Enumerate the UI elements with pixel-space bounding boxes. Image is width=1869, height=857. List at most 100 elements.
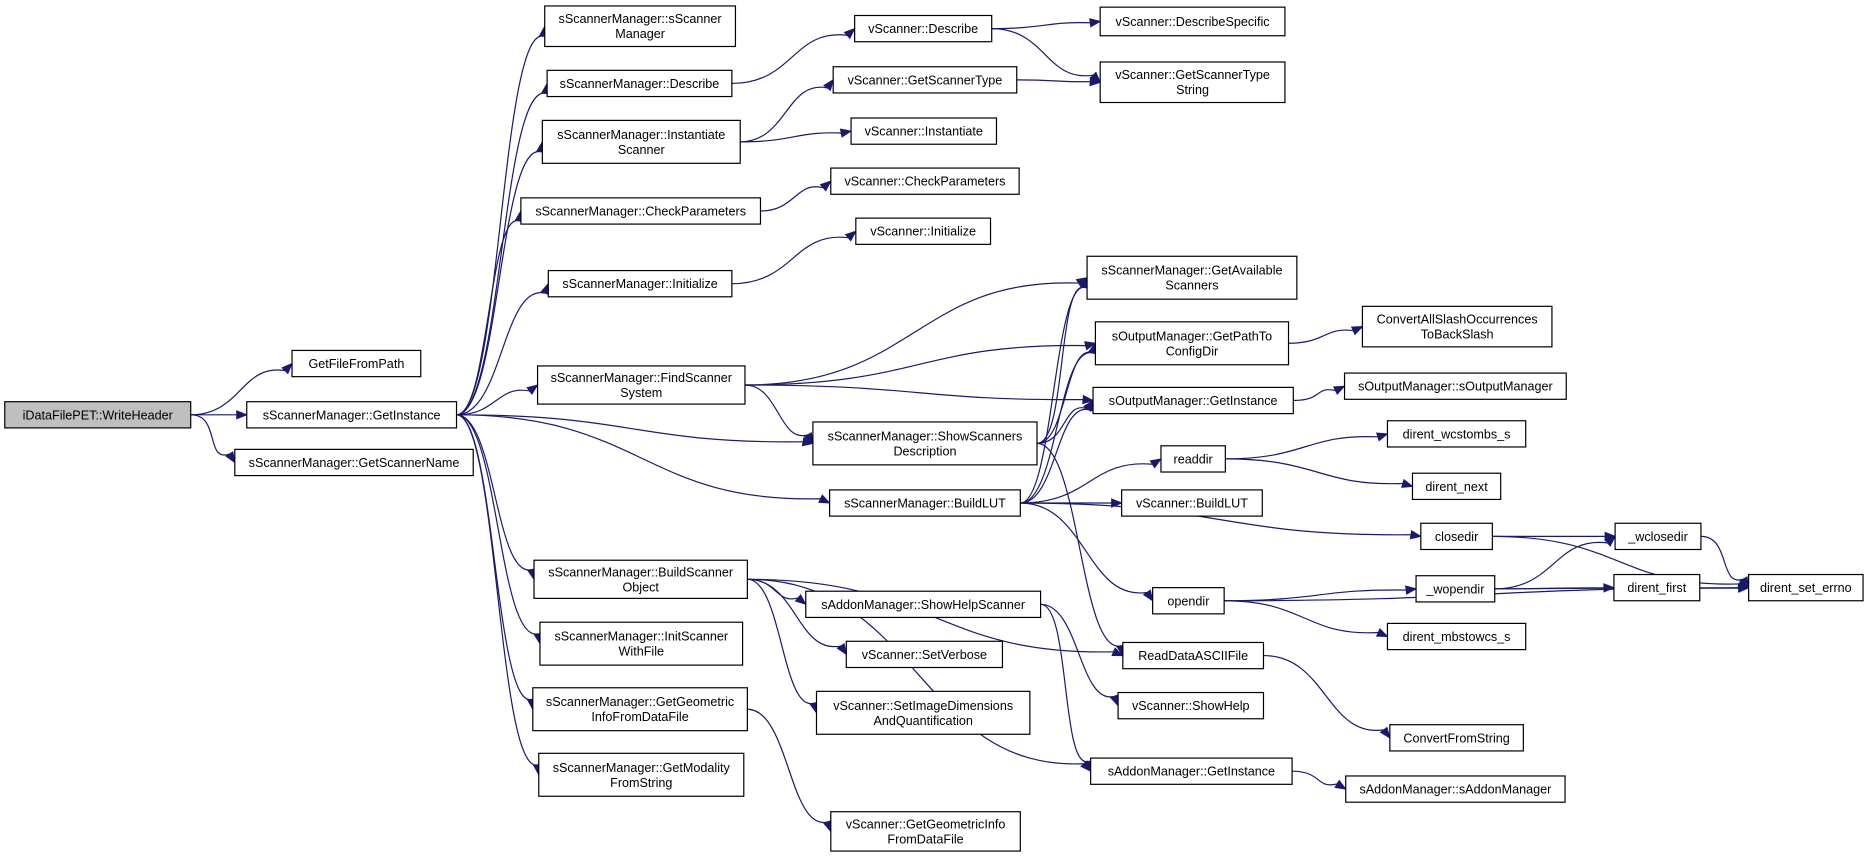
node-box xyxy=(533,559,748,599)
node-am_showhelpscanner[interactable]: sAddonManager::ShowHelpScanner xyxy=(805,590,1042,619)
arrowhead-wclosedir-to-dirent_set_errno xyxy=(1739,576,1750,589)
node-box xyxy=(805,590,1042,619)
node-box xyxy=(1613,573,1701,602)
node-sm_buildlut[interactable]: sScannerManager::BuildLUT xyxy=(829,489,1021,517)
node-label: sScannerManager::InitScanner xyxy=(554,630,728,644)
node-vs_describe[interactable]: vScanner::Describe xyxy=(854,14,993,43)
edge-sm_getinstance-to-sm_sscannermanager xyxy=(456,35,544,416)
node-convertfromstring[interactable]: ConvertFromString xyxy=(1389,724,1524,752)
node-om_getinstance[interactable]: sOutputManager::GetInstance xyxy=(1092,386,1294,415)
node-dirent_set_errno[interactable]: dirent_set_errno xyxy=(1748,573,1864,602)
edge-wclosedir-to-dirent_set_errno xyxy=(1700,535,1744,581)
node-closedir[interactable]: closedir xyxy=(1420,522,1493,551)
node-box xyxy=(1361,305,1553,348)
node-label: sScannerManager::GetModality xyxy=(553,761,731,775)
node-dirent_first[interactable]: dirent_first xyxy=(1613,573,1701,602)
node-box xyxy=(541,119,741,164)
node-readdataasciifile[interactable]: ReadDataASCIIFile xyxy=(1122,641,1265,670)
node-label: ConvertAllSlashOccurrences xyxy=(1377,313,1538,327)
node-dirent_mbstowcs_s[interactable]: dirent_mbstowcs_s xyxy=(1386,622,1527,651)
node-label: sScannerManager::GetScannerName xyxy=(249,456,460,470)
node-sm_getgeometricinfo[interactable]: sScannerManager::GetGeometricInfoFromDat… xyxy=(532,687,748,732)
node-wclosedir[interactable]: _wclosedir xyxy=(1614,522,1702,551)
node-label: vScanner::Initialize xyxy=(870,225,976,239)
node-label: vScanner::Describe xyxy=(868,22,978,36)
edge-sm_initialize-to-vs_initialize xyxy=(731,236,849,285)
node-sm_initialize[interactable]: sScannerManager::Initialize xyxy=(547,269,733,298)
node-dirent_next[interactable]: dirent_next xyxy=(1411,472,1502,501)
node-label: Description xyxy=(893,444,956,458)
node-opendir[interactable]: opendir xyxy=(1152,587,1225,615)
node-box xyxy=(1090,757,1293,785)
node-box xyxy=(1122,641,1265,670)
edge-sm_getinstance-to-sm_buildscannerobject xyxy=(456,414,532,571)
node-label: iDataFilePET::WriteHeader xyxy=(23,408,173,422)
node-am_getinstance[interactable]: sAddonManager::GetInstance xyxy=(1090,757,1293,785)
edge-sm_buildlut-to-opendir xyxy=(1020,502,1148,594)
node-label: ConvertFromString xyxy=(1403,731,1509,745)
node-box xyxy=(1386,420,1527,448)
node-vs_showhelp[interactable]: vScanner::ShowHelp xyxy=(1117,691,1265,720)
node-sm_describe[interactable]: sScannerManager::Describe xyxy=(546,69,733,98)
node-box xyxy=(520,197,762,225)
node-box xyxy=(246,401,458,429)
node-label: vScanner::DescribeSpecific xyxy=(1116,15,1270,29)
edge-sm_checkparameters-to-vs_checkparameters xyxy=(760,186,824,212)
node-box xyxy=(1121,489,1263,517)
node-label: WithFile xyxy=(619,645,664,659)
arrowhead-sm_buildscannerobject-to-readdataasciifile xyxy=(1111,647,1125,657)
arrowhead-readdir-to-dirent_next xyxy=(1401,478,1414,488)
node-vs_describespecific[interactable]: vScanner::DescribeSpecific xyxy=(1099,6,1286,37)
node-vs_buildlut[interactable]: vScanner::BuildLUT xyxy=(1121,489,1263,517)
node-box xyxy=(546,69,733,98)
node-vs_checkparameters[interactable]: vScanner::CheckParameters xyxy=(830,167,1020,195)
node-getfilefrompath[interactable]: GetFileFromPath xyxy=(291,349,422,378)
node-label: Scanner xyxy=(618,143,665,157)
node-vs_initialize[interactable]: vScanner::Initialize xyxy=(855,217,992,245)
arrowhead-sm_buildlut-to-vs_buildlut xyxy=(1111,498,1123,508)
node-vs_setimagedims[interactable]: vScanner::SetImageDimensionsAndQuantific… xyxy=(815,690,1031,735)
edge-sm_findscannersystem-to-om_getinstance xyxy=(744,384,1084,401)
node-sm_checkparameters[interactable]: sScannerManager::CheckParameters xyxy=(520,197,762,225)
node-box xyxy=(1345,775,1566,803)
node-wopendir[interactable]: _wopendir xyxy=(1415,575,1496,603)
node-vs_getscannertype[interactable]: vScanner::GetScannerType xyxy=(832,66,1018,94)
edge-sm_getinstance-to-sm_showscannersdesc xyxy=(456,414,804,443)
arrowhead-sm_findscannersystem-to-sm_showscannersdesc xyxy=(803,431,814,445)
node-sm_sscannermanager[interactable]: sScannerManager::sScannerManager xyxy=(544,5,737,48)
arrowhead-om_getpathtoconfigdir-to-convertallslash xyxy=(1350,326,1364,336)
arrowhead-writeheader-to-sm_getscannername xyxy=(225,451,236,464)
node-label: sAddonManager::ShowHelpScanner xyxy=(821,598,1025,612)
node-vs_setverbose[interactable]: vScanner::SetVerbose xyxy=(845,640,1004,669)
edge-sm_getinstance-to-sm_buildlut xyxy=(456,414,821,500)
node-box xyxy=(1099,6,1286,37)
node-label: _wclosedir xyxy=(1627,530,1688,544)
node-box xyxy=(1160,445,1226,473)
node-readdir[interactable]: readdir xyxy=(1160,445,1226,473)
node-label: FromString xyxy=(610,776,672,790)
edge-sm_findscannersystem-to-sm_showscannersdesc xyxy=(744,384,809,437)
node-sm_getinstance[interactable]: sScannerManager::GetInstance xyxy=(246,401,458,429)
node-vs_instantiate[interactable]: vScanner::Instantiate xyxy=(850,117,998,145)
node-sm_getscannername[interactable]: sScannerManager::GetScannerName xyxy=(234,448,474,477)
node-om_soutputmanager[interactable]: sOutputManager::sOutputManager xyxy=(1343,372,1567,400)
node-box xyxy=(4,401,192,429)
arrowhead-sm_getinstance-to-sm_buildlut xyxy=(818,494,831,504)
node-am_saddonmanager[interactable]: sAddonManager::sAddonManager xyxy=(1345,775,1566,803)
node-box xyxy=(291,349,422,378)
edge-am_showhelpscanner-to-vs_showhelp xyxy=(1040,603,1115,698)
node-dirent_wcstombs_s[interactable]: dirent_wcstombs_s xyxy=(1386,420,1527,448)
nodes-layer: iDataFilePET::WriteHeader GetFileFromPath… xyxy=(4,5,1864,852)
